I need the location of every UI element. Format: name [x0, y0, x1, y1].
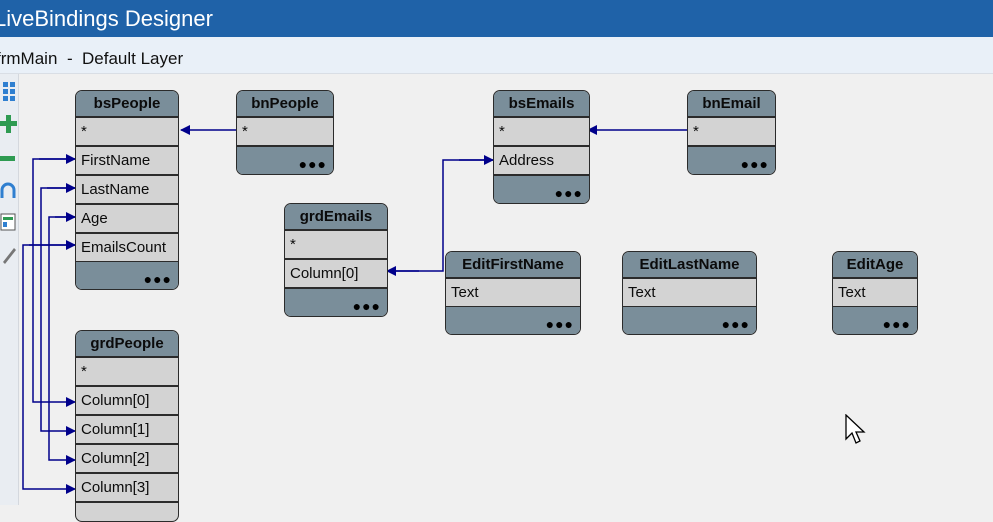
member-column3[interactable]: Column[3]: [76, 474, 178, 503]
node-title: bnPeople: [237, 91, 333, 118]
member-star[interactable]: *: [285, 231, 387, 260]
undo-icon[interactable]: [0, 178, 17, 204]
node-title: bsEmails: [494, 91, 589, 118]
member-star[interactable]: *: [76, 358, 178, 387]
node-footer: ●●●: [688, 147, 775, 174]
member-emailscount[interactable]: EmailsCount: [76, 234, 178, 263]
member-age[interactable]: Age: [76, 205, 178, 234]
wire-firstname-column0: [32, 158, 76, 407]
node-footer: ●●●: [446, 307, 580, 334]
node-footer: ●●●: [285, 289, 387, 316]
member-column0[interactable]: Column[0]: [76, 387, 178, 416]
node-footer: ●●●: [237, 147, 333, 174]
arrange-icon[interactable]: [0, 78, 17, 104]
layer-bar: frmMain - Default Layer: [0, 37, 993, 74]
node-title: grdPeople: [76, 331, 178, 358]
window-title: LiveBindings Designer: [0, 6, 213, 31]
member-column2[interactable]: Column[2]: [76, 445, 178, 474]
member-star[interactable]: *: [76, 118, 178, 147]
member-text[interactable]: Text: [833, 279, 917, 308]
node-footer: ●●●: [833, 307, 917, 334]
edit-icon[interactable]: [0, 242, 17, 268]
member-star[interactable]: *: [688, 118, 775, 147]
layer-separator: -: [67, 49, 73, 68]
node-title: EditAge: [833, 252, 917, 279]
node-bnemail[interactable]: bnEmail * ●●●: [687, 90, 776, 175]
design-canvas[interactable]: bsPeople * FirstName LastName Age Emails…: [19, 74, 993, 522]
member-text[interactable]: Text: [623, 279, 756, 308]
node-title: EditFirstName: [446, 252, 580, 279]
node-editage[interactable]: EditAge Text ●●●: [832, 251, 918, 335]
zoom-in-icon[interactable]: [0, 112, 17, 138]
layer-icon[interactable]: [0, 210, 17, 236]
member-column0[interactable]: Column[0]: [285, 260, 387, 289]
node-footer: ●●●: [76, 262, 178, 289]
node-grdpeople[interactable]: grdPeople * Column[0] Column[1] Column[2…: [75, 330, 179, 522]
node-editfirstname[interactable]: EditFirstName Text ●●●: [445, 251, 581, 335]
member-star[interactable]: *: [237, 118, 333, 147]
more-icon[interactable]: ●●●: [721, 316, 750, 332]
member-text[interactable]: Text: [446, 279, 580, 308]
mouse-cursor-icon: [845, 414, 866, 444]
node-bspeople[interactable]: bsPeople * FirstName LastName Age Emails…: [75, 90, 179, 290]
member-column1[interactable]: Column[1]: [76, 416, 178, 445]
node-grdemails[interactable]: grdEmails * Column[0] ●●●: [284, 203, 388, 317]
more-icon[interactable]: ●●●: [882, 316, 911, 332]
node-title: EditLastName: [623, 252, 756, 279]
more-icon[interactable]: ●●●: [298, 156, 327, 172]
binding-wires: [22, 125, 688, 494]
more-icon[interactable]: ●●●: [740, 156, 769, 172]
member-star[interactable]: *: [494, 118, 589, 147]
node-footer: ●●●: [494, 176, 589, 203]
node-title: bnEmail: [688, 91, 775, 118]
wire-lastname-column1: [40, 187, 76, 436]
node-title: grdEmails: [285, 204, 387, 231]
more-icon[interactable]: ●●●: [545, 316, 574, 332]
node-bnpeople[interactable]: bnPeople * ●●●: [236, 90, 334, 175]
form-name: frmMain: [0, 49, 58, 68]
title-bar: LiveBindings Designer: [0, 0, 993, 37]
node-footer: ●●●: [623, 307, 756, 334]
more-icon[interactable]: ●●●: [352, 298, 381, 314]
more-icon[interactable]: ●●●: [554, 185, 583, 201]
node-editlastname[interactable]: EditLastName Text ●●●: [622, 251, 757, 335]
node-title: bsPeople: [76, 91, 178, 118]
designer-toolbar: [0, 74, 19, 505]
member-firstname[interactable]: FirstName: [76, 147, 178, 176]
member-address[interactable]: Address: [494, 147, 589, 176]
member-lastname[interactable]: LastName: [76, 176, 178, 205]
wire-age-column2: [48, 216, 76, 465]
more-icon[interactable]: ●●●: [143, 271, 172, 287]
node-bsemails[interactable]: bsEmails * Address ●●●: [493, 90, 590, 204]
layer-name[interactable]: Default Layer: [82, 49, 184, 68]
zoom-out-icon[interactable]: [0, 146, 17, 172]
